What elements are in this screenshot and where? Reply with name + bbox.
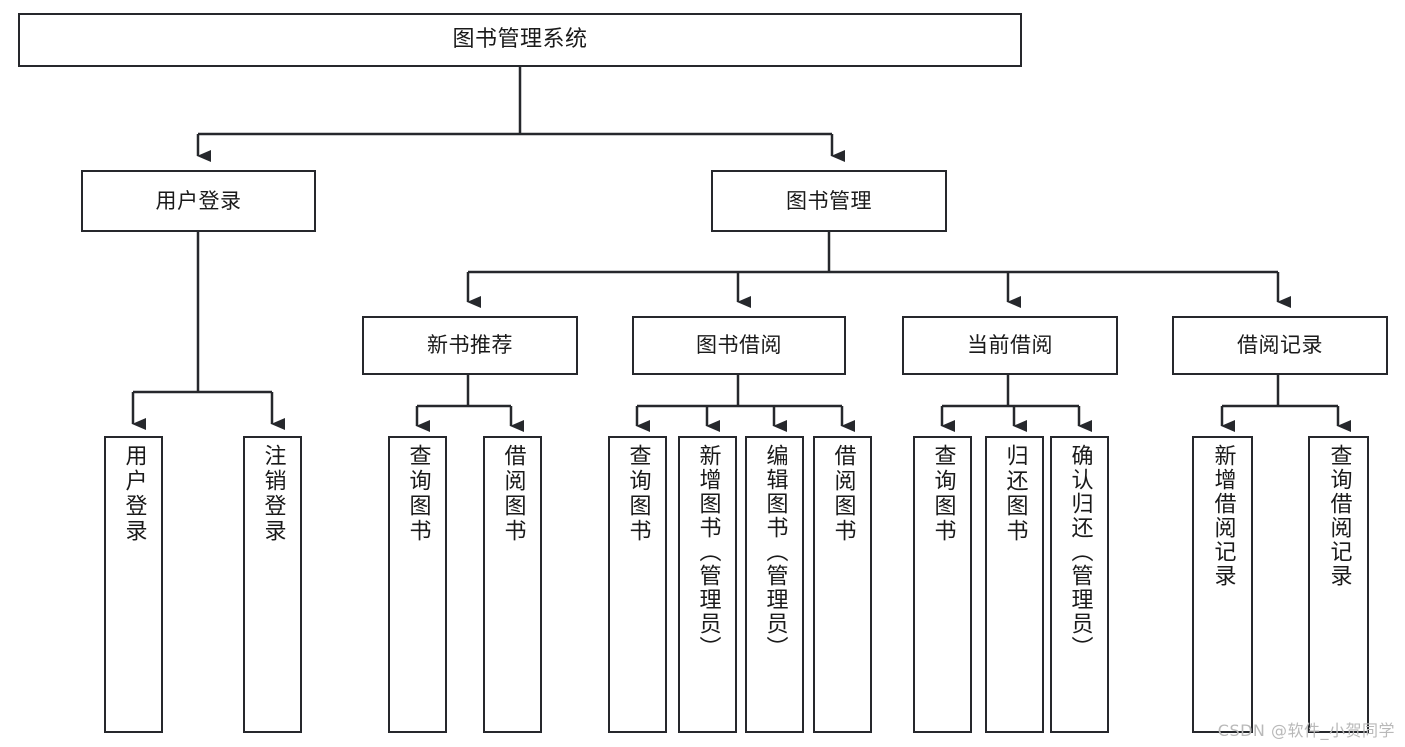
watermark: CSDN @软件_小贺同学 (1217, 721, 1395, 740)
leaf-book-borrow-query[interactable]: 查询图书 (608, 436, 667, 733)
leaf-borrow-record-add[interactable]: 新增借阅记录 (1192, 436, 1253, 733)
leaf-new-book-query[interactable]: 查询图书 (388, 436, 447, 733)
leaf-label: 查询图书 (405, 444, 431, 544)
node-user-login-label: 用户登录 (155, 188, 242, 213)
leaf-label: 新增图书（管理员） (695, 444, 721, 660)
leaf-borrow-record-query[interactable]: 查询借阅记录 (1308, 436, 1369, 733)
node-new-book-recommend-label: 新书推荐 (427, 333, 513, 358)
node-user-login[interactable]: 用户登录 (81, 170, 316, 232)
node-new-book-recommend[interactable]: 新书推荐 (362, 316, 578, 375)
leaf-current-borrow-confirm-return[interactable]: 确认归还（管理员） (1050, 436, 1109, 733)
leaf-label: 归还图书 (1002, 444, 1028, 544)
leaf-book-borrow-borrow[interactable]: 借阅图书 (813, 436, 872, 733)
leaf-book-borrow-edit[interactable]: 编辑图书（管理员） (745, 436, 804, 733)
node-borrow-record[interactable]: 借阅记录 (1172, 316, 1388, 375)
leaf-user-login-logout[interactable]: 注销登录 (243, 436, 302, 733)
leaf-label: 确认归还（管理员） (1067, 444, 1093, 660)
leaf-label: 查询图书 (625, 444, 651, 544)
leaf-label: 查询借阅记录 (1326, 444, 1352, 588)
node-current-borrow[interactable]: 当前借阅 (902, 316, 1118, 375)
node-book-borrow-label: 图书借阅 (696, 333, 782, 358)
node-book-management-label: 图书管理 (786, 188, 872, 213)
leaf-label: 用户登录 (121, 444, 147, 544)
node-root-label: 图书管理系统 (452, 27, 588, 53)
leaf-label: 新增借阅记录 (1210, 444, 1236, 588)
leaf-label: 编辑图书（管理员） (762, 444, 788, 660)
leaf-label: 注销登录 (260, 444, 286, 544)
node-borrow-record-label: 借阅记录 (1237, 333, 1323, 358)
leaf-label: 查询图书 (930, 444, 956, 544)
leaf-user-login-login[interactable]: 用户登录 (104, 436, 163, 733)
node-book-management[interactable]: 图书管理 (711, 170, 947, 232)
node-book-borrow[interactable]: 图书借阅 (632, 316, 846, 375)
node-current-borrow-label: 当前借阅 (967, 333, 1053, 358)
leaf-label: 借阅图书 (830, 444, 856, 544)
leaf-current-borrow-return[interactable]: 归还图书 (985, 436, 1044, 733)
node-root[interactable]: 图书管理系统 (18, 13, 1022, 67)
leaf-book-borrow-add[interactable]: 新增图书（管理员） (678, 436, 737, 733)
leaf-new-book-borrow[interactable]: 借阅图书 (483, 436, 542, 733)
leaf-current-borrow-query[interactable]: 查询图书 (913, 436, 972, 733)
leaf-label: 借阅图书 (500, 444, 526, 544)
